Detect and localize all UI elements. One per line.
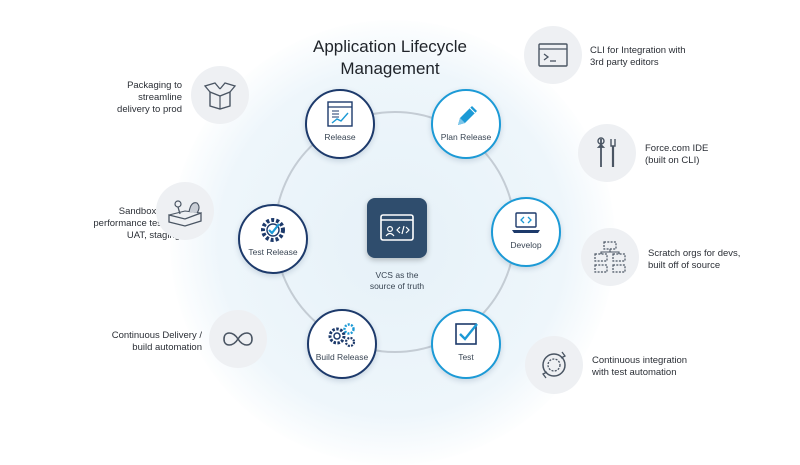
left-item-packaging-line-2: streamline bbox=[138, 92, 182, 103]
diagram-title: Application Lifecycle Management bbox=[290, 36, 490, 80]
stage-release[interactable]: Release bbox=[305, 89, 375, 159]
right-item-ci-line-1: Continuous integration bbox=[592, 355, 688, 366]
terminal-icon bbox=[538, 43, 568, 67]
left-item-sandboxes-line-3: UAT, staging bbox=[126, 230, 180, 241]
right-circle-scratch-orgs bbox=[581, 228, 639, 286]
stage-test[interactable]: Test bbox=[431, 309, 501, 379]
stage-release-label: Release bbox=[324, 132, 356, 142]
stage-build-release-label: Build Release bbox=[315, 352, 369, 362]
vcs-label: VCS as the source of truth bbox=[350, 270, 444, 292]
right-circle-ci bbox=[525, 336, 583, 394]
checkbox-icon bbox=[455, 323, 478, 345]
right-circle-ide bbox=[578, 124, 636, 182]
right-item-ide-line-1: Force.com IDE bbox=[645, 143, 709, 154]
stage-test-label: Test bbox=[458, 352, 474, 362]
right-item-ide-line-2: (built on CLI) bbox=[645, 155, 700, 166]
open-box-icon bbox=[203, 82, 237, 110]
left-item-continuous-delivery: Continuous Delivery / build automation bbox=[62, 330, 202, 354]
vcs-label-line-2: source of truth bbox=[369, 281, 425, 291]
left-circle-continuous-delivery bbox=[209, 310, 267, 368]
left-item-sandboxes: Sandboxes for performance testing, UAT, … bbox=[50, 206, 180, 242]
stage-plan-release[interactable]: Plan Release bbox=[431, 89, 501, 159]
stage-develop[interactable]: Develop bbox=[491, 197, 561, 267]
stage-develop-label: Develop bbox=[510, 240, 542, 250]
document-chart-icon bbox=[327, 101, 353, 127]
right-item-cli-line-2: 3rd party editors bbox=[590, 57, 659, 68]
vcs-label-line-1: VCS as the bbox=[375, 270, 419, 280]
tools-icon bbox=[596, 137, 616, 167]
left-item-packaging: Packaging to streamline delivery to prod bbox=[92, 80, 182, 116]
cycle-icon bbox=[542, 351, 566, 379]
stage-build-release[interactable]: Build Release bbox=[307, 309, 377, 379]
sandbox-icon bbox=[168, 200, 202, 227]
right-item-scratch-orgs-line-2: built off of source bbox=[648, 260, 721, 271]
right-circle-cli bbox=[524, 26, 582, 84]
left-item-packaging-line-3: delivery to prod bbox=[117, 104, 182, 115]
left-item-sandboxes-line-1: Sandboxes for bbox=[118, 206, 180, 217]
left-item-packaging-line-1: Packaging to bbox=[127, 80, 182, 91]
stage-plan-release-label: Plan Release bbox=[440, 132, 492, 142]
stage-test-release[interactable]: Test Release bbox=[238, 204, 308, 274]
vcs-box bbox=[367, 198, 427, 258]
left-item-continuous-delivery-line-1: Continuous Delivery / bbox=[111, 330, 202, 341]
org-chart-icon bbox=[594, 241, 626, 273]
pencil-icon bbox=[458, 106, 477, 125]
title-line-2: Management bbox=[340, 59, 440, 78]
code-window-icon bbox=[380, 214, 414, 241]
infinity-icon bbox=[223, 332, 253, 346]
left-circle-sandboxes bbox=[156, 182, 214, 240]
gears-icon bbox=[328, 323, 356, 348]
left-circle-packaging bbox=[191, 66, 249, 124]
left-item-continuous-delivery-line-2: build automation bbox=[132, 342, 202, 353]
right-item-scratch-orgs: Scratch orgs for devs, built off of sour… bbox=[648, 248, 788, 272]
right-item-ci: Continuous integration with test automat… bbox=[592, 355, 732, 379]
left-item-sandboxes-line-2: performance testing, bbox=[93, 218, 180, 229]
stage-test-release-label: Test Release bbox=[248, 247, 298, 257]
laptop-code-icon bbox=[512, 212, 540, 233]
right-item-cli: CLI for Integration with 3rd party edito… bbox=[590, 45, 730, 69]
right-item-ide: Force.com IDE (built on CLI) bbox=[645, 143, 765, 167]
right-item-scratch-orgs-line-1: Scratch orgs for devs, bbox=[648, 248, 741, 259]
right-item-ci-line-2: with test automation bbox=[592, 367, 677, 378]
gear-check-icon bbox=[261, 218, 285, 242]
title-line-1: Application Lifecycle bbox=[312, 37, 468, 56]
right-item-cli-line-1: CLI for Integration with bbox=[590, 45, 686, 56]
